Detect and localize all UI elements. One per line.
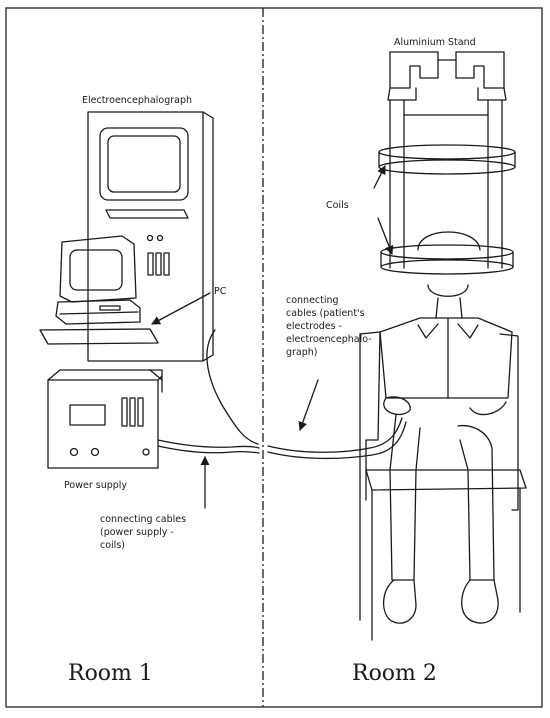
patient-cables-line: electrodes - [286, 321, 342, 332]
patient-cables-line: connecting [286, 295, 339, 306]
aluminium-stand [378, 51, 516, 275]
cables-room1 [157, 329, 260, 454]
patient-cables-line: electroencephalo- [286, 334, 372, 345]
pc [39, 235, 159, 345]
room1-label: Room 1 [68, 661, 153, 686]
arrows [151, 165, 394, 509]
coils-label: Coils [326, 200, 349, 211]
power-supply [47, 369, 163, 469]
patient-cables-line: cables (patient's [286, 308, 365, 319]
electroencephalograph-label: Electroencephalograph [82, 95, 192, 106]
pc-label: PC [214, 286, 227, 297]
room2-label: Room 2 [352, 661, 437, 686]
power-supply-label: Power supply [64, 480, 127, 491]
power-cables-line: coils) [100, 540, 125, 551]
power-cables-line: (power supply - [100, 527, 174, 538]
stand-label: Aluminium Stand [394, 37, 476, 48]
power-cables-label: connecting cables (power supply - coils) [100, 514, 189, 551]
cables-room2 [267, 417, 407, 460]
electroencephalograph [87, 111, 214, 362]
outer-frame [5, 7, 543, 708]
patient-cables-label: connecting cables (patient's electrodes … [286, 295, 375, 358]
power-cables-line: connecting cables [100, 514, 186, 525]
patient [359, 231, 527, 641]
patient-cables-line: graph) [286, 347, 318, 358]
